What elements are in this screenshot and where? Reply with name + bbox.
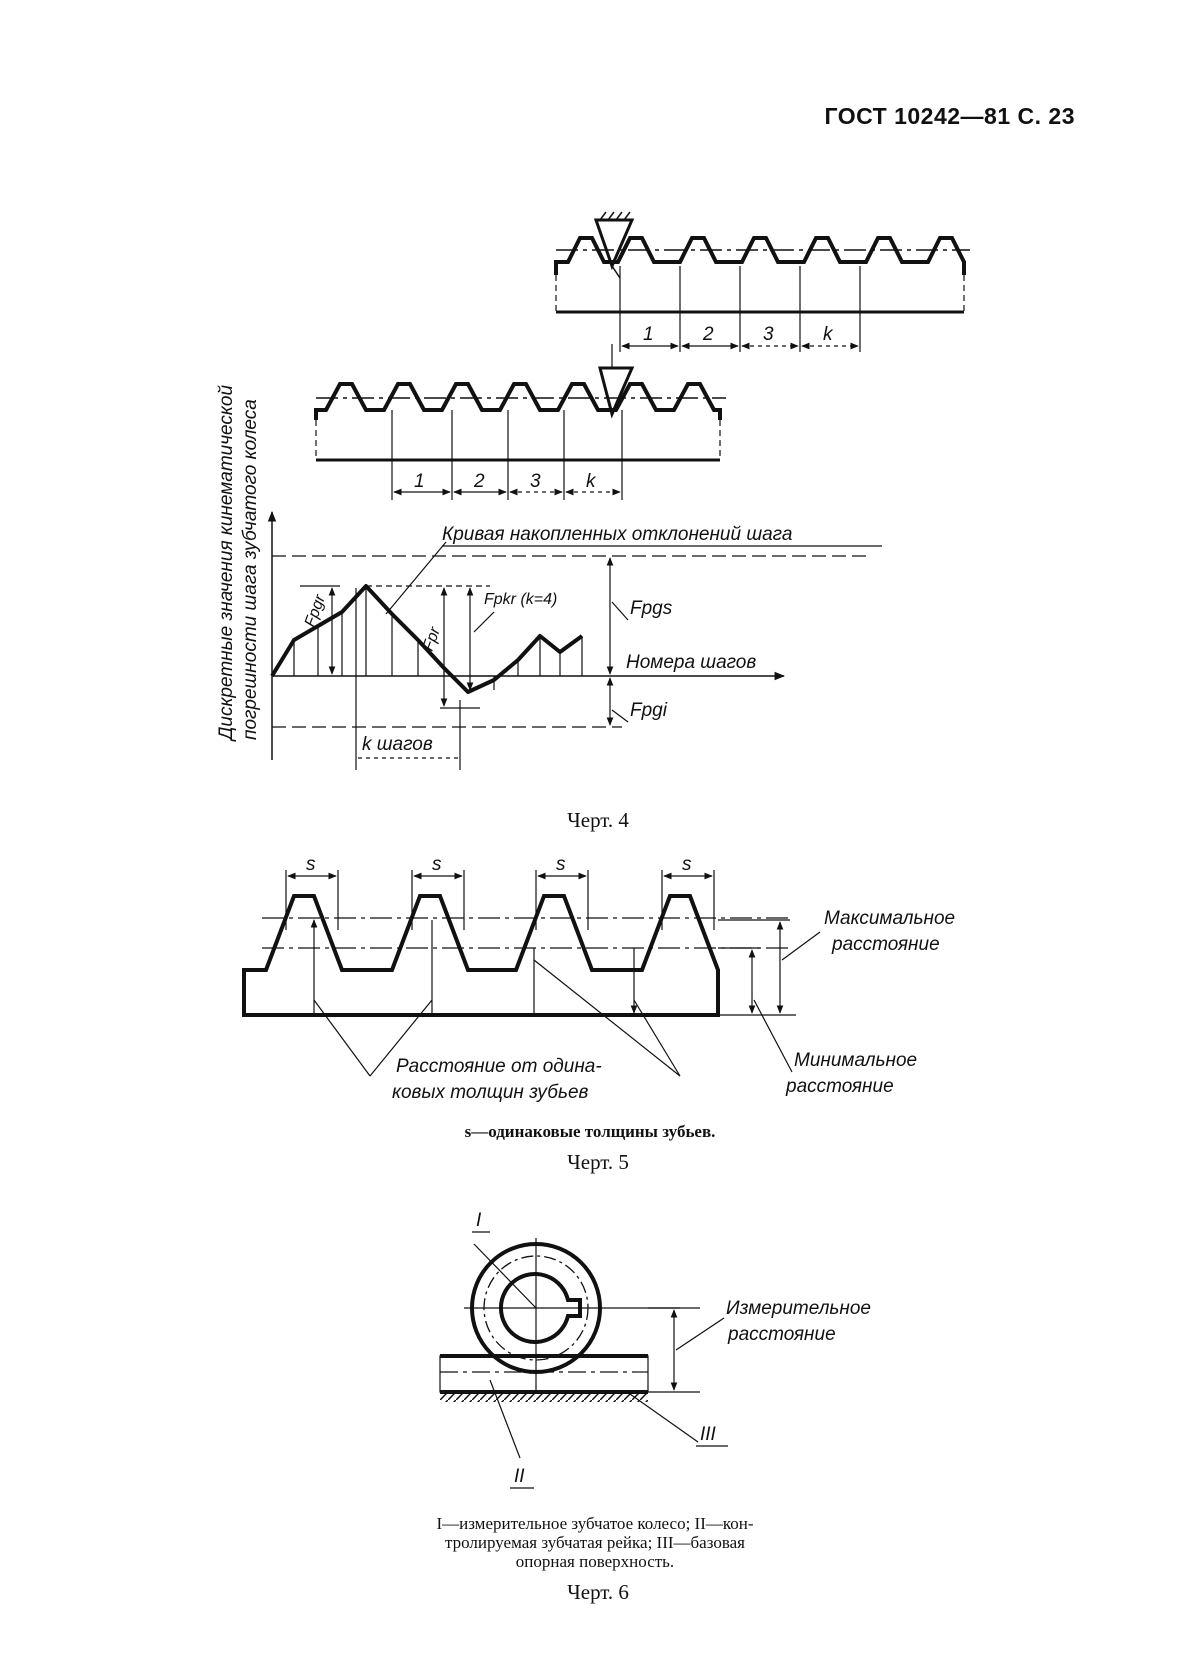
max-label-1: Максимальное [824, 908, 955, 929]
label-I: I [476, 1210, 482, 1231]
y-axis-label-2: погрешности шага зубчатого колеса [240, 399, 261, 740]
y-axis-label-1: Дискретные значения кинематической [216, 385, 237, 742]
fig5-note: s—одинаковые толщины зубьев. [464, 1122, 716, 1141]
lower-step-3: 3 [530, 471, 541, 492]
lower-step-1: 1 [414, 471, 425, 492]
lower-step-k: k [586, 471, 597, 492]
label-fpkr: Fpkr (k=4) [484, 591, 557, 608]
s-label-3: s [556, 854, 566, 875]
fig6-note-line-2: тролируемая зубчатая рейка; III—базовая [444, 1533, 745, 1552]
s-label-1: s [306, 854, 316, 875]
x-axis-label: Номера шагов [626, 652, 756, 673]
page-number: С. 23 [1017, 103, 1075, 129]
k-steps-label: k шагов [362, 734, 433, 755]
min-label-2: расстояние [785, 1076, 894, 1097]
fig5-drawing: s s s s Максимальное расстояние Минималь… [242, 854, 955, 1103]
label-fpgi: Fpgi [630, 700, 668, 721]
s-label-2: s [432, 854, 442, 875]
measure-label-2: расстояние [727, 1324, 836, 1345]
fig4-caption: Черт. 4 [567, 808, 629, 832]
lower-step-2: 2 [473, 471, 485, 492]
doc-number: ГОСТ 10242—81 [824, 103, 1011, 129]
fig6-drawing: Измерительное расстояние I II III [439, 1210, 871, 1489]
equal-label-1: Расстояние от одина- [396, 1056, 602, 1077]
upper-step-k: k [823, 324, 834, 345]
min-label-1: Минимальное [794, 1050, 917, 1071]
measure-label-1: Измерительное [726, 1298, 871, 1319]
label-III: III [700, 1424, 717, 1445]
upper-step-3: 3 [763, 324, 774, 345]
label-II: II [514, 1466, 525, 1487]
page-header: ГОСТ 10242—81 С. 23 [824, 103, 1075, 130]
label-fpr: Fpr [420, 624, 444, 653]
s-label-4: s [682, 854, 692, 875]
upper-step-2: 2 [702, 324, 714, 345]
label-fpgs: Fpgs [630, 598, 673, 619]
fig6-note-line-3: опорная поверхность. [515, 1552, 675, 1571]
fig6-note: I—измерительное зубчатое колесо; II—кон-… [330, 1514, 860, 1571]
fig4-graph: Дискретные значения кинематической погре… [216, 385, 882, 770]
fig5-caption: Черт. 5 [567, 1150, 629, 1174]
curve-label: Кривая накопленных отклонений шага [442, 524, 792, 545]
fig4-lower-rack: 1 2 3 k [314, 344, 726, 500]
fig6-caption: Черт. 6 [567, 1580, 629, 1604]
max-label-2: расстояние [831, 934, 940, 955]
upper-step-1: 1 [643, 324, 654, 345]
fig6-note-line-1: I—измерительное зубчатое колесо; II—кон- [436, 1514, 754, 1533]
fig4-upper-rack: 1 2 3 k [554, 211, 970, 352]
equal-label-2: ковых толщин зубьев [392, 1082, 589, 1103]
